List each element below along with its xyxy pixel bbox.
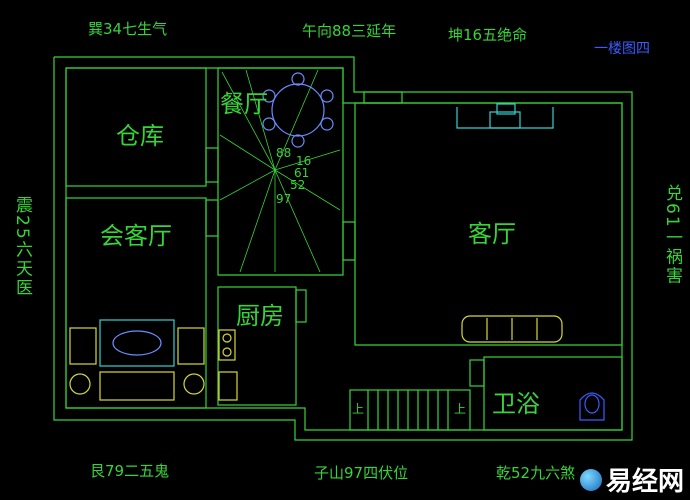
window (295, 289, 307, 323)
plan-title: 一楼图四 (594, 41, 650, 57)
direction-label-bottom-left: 艮79二五鬼 (90, 462, 170, 480)
reception-furniture (69, 319, 205, 401)
compass-number: 97 (276, 192, 292, 206)
direction-label-left: 震25六天医 (12, 196, 32, 298)
room-label-reception: 会客厅 (100, 222, 172, 250)
toilet (579, 392, 605, 421)
stair-mark-right: 上 (454, 402, 467, 416)
watermark: 易经网 (579, 461, 684, 498)
compass-number: 61 (294, 166, 310, 180)
compass-number: 52 (290, 178, 306, 192)
bathroom-room (483, 356, 623, 431)
window (363, 91, 403, 104)
room-label-bathroom: 卫浴 (492, 390, 540, 418)
stove (218, 329, 238, 401)
kitchen-room (217, 286, 297, 406)
outer-wall (53, 56, 633, 441)
direction-label-bottom-right: 乾52九六煞 (496, 464, 576, 482)
living-room (354, 102, 623, 346)
tv-cabinet (456, 103, 554, 129)
window (205, 147, 219, 183)
dining-table (262, 72, 334, 148)
compass-number: 88 (276, 146, 292, 160)
room-label-storage: 仓库 (116, 122, 164, 150)
watermark-text: 易经网 (605, 467, 684, 497)
sofa (461, 315, 563, 343)
watermark-logo-icon (579, 468, 602, 491)
staircase (349, 389, 471, 431)
compass-number: 16 (296, 154, 312, 168)
direction-label-top-left: 巽34七生气 (88, 20, 168, 38)
room-label-living: 客厅 (468, 220, 516, 248)
direction-label-top-right: 坤16五绝命 (448, 26, 528, 44)
window (342, 221, 356, 261)
compass-rays (219, 69, 341, 273)
storage-room (65, 67, 207, 187)
reception-room (65, 197, 207, 409)
direction-label-bottom-center: 子山97四伏位 (314, 464, 409, 482)
direction-label-right: 兑61一祸害 (662, 184, 682, 286)
room-label-dining: 餐厅 (220, 90, 268, 118)
window (205, 199, 219, 237)
room-label-kitchen: 厨房 (236, 302, 284, 330)
direction-label-top-center: 午向88三延年 (302, 22, 397, 40)
stair-mark-left: 上 (352, 402, 365, 416)
window (469, 359, 485, 387)
